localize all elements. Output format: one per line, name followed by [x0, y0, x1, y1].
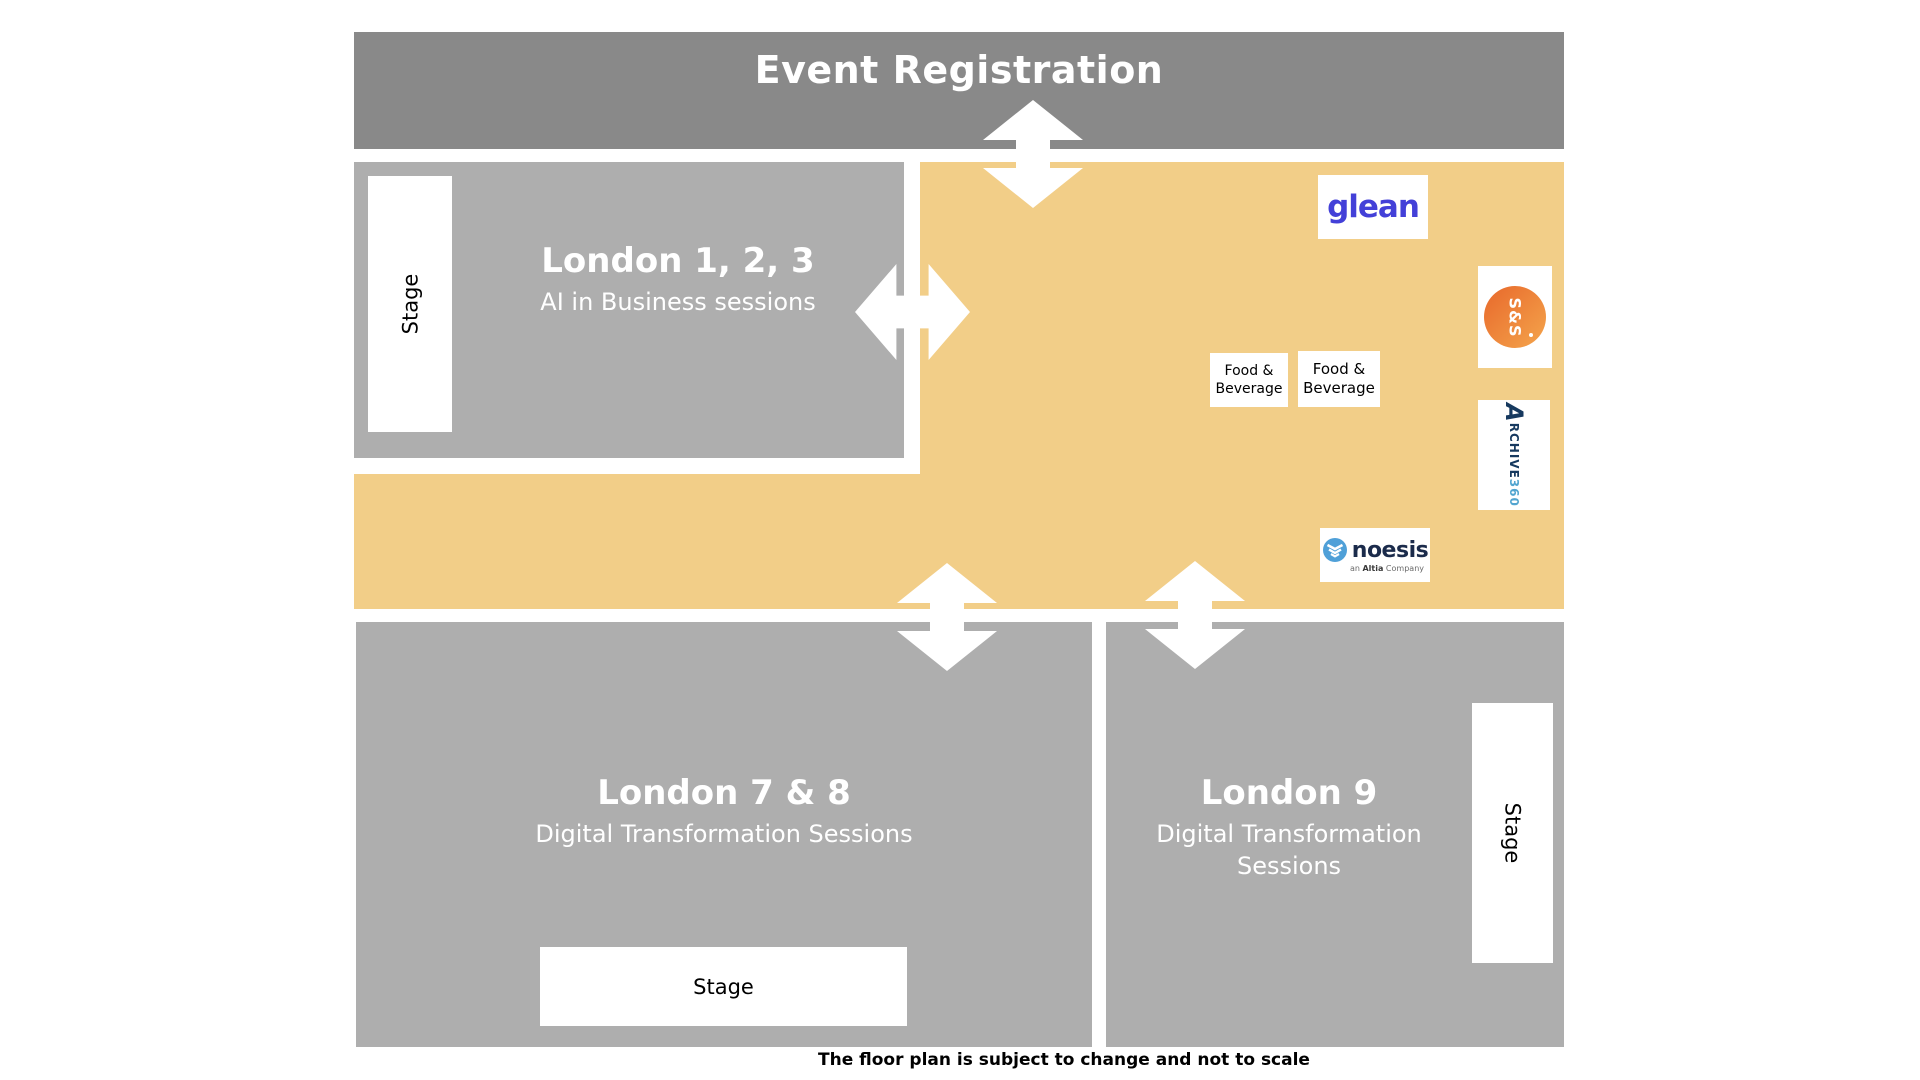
noesis-sponsor-booth: noesis an Altia Company — [1320, 528, 1430, 582]
archive360-a-icon: A — [1500, 403, 1528, 422]
noesis-tagline: an Altia Company — [1349, 564, 1424, 573]
stage-label: Stage — [1500, 802, 1525, 864]
room-title: London 7 & 8 — [597, 773, 851, 813]
london123-label: London 1, 2, 3 AI in Business sessions — [452, 240, 904, 318]
london78-label: London 7 & 8 Digital Transformation Sess… — [356, 772, 1092, 850]
floor-plan-caption: The floor plan is subject to change and … — [818, 1050, 1310, 1070]
london78-stage: Stage — [540, 947, 907, 1026]
glean-logo: glean — [1327, 189, 1420, 225]
registration-title: Event Registration — [754, 48, 1164, 92]
room-london-9: London 9 Digital Transformation Sessions… — [1106, 622, 1564, 1047]
room-london-7-8: London 7 & 8 Digital Transformation Sess… — [356, 622, 1092, 1047]
london123-stage: Stage — [368, 176, 452, 432]
glean-sponsor-booth: glean — [1318, 175, 1428, 239]
ss-logo: S&S — [1505, 297, 1525, 337]
food-beverage-booth-1: Food & Beverage — [1210, 353, 1288, 407]
food-beverage-booth-2: Food & Beverage — [1298, 351, 1380, 407]
food-beverage-label: Food & Beverage — [1303, 360, 1375, 397]
room-subtitle: AI in Business sessions — [540, 288, 816, 316]
ss-dot-icon — [1529, 333, 1533, 337]
london9-stage: Stage — [1472, 703, 1553, 963]
noesis-lotus-icon — [1322, 538, 1347, 562]
food-beverage-label: Food & Beverage — [1215, 363, 1283, 397]
room-title: London 9 — [1200, 773, 1378, 813]
stage-label: Stage — [693, 974, 754, 999]
ss-circle-icon: S&S — [1484, 286, 1546, 348]
london9-label: London 9 Digital Transformation Sessions — [1106, 772, 1472, 882]
registration-banner: Event Registration — [354, 32, 1564, 149]
room-subtitle: Digital Transformation Sessions — [535, 820, 913, 848]
stage-label: Stage — [398, 273, 422, 335]
noesis-logo: noesis — [1351, 537, 1429, 563]
ss-sponsor-booth: S&S — [1478, 266, 1552, 368]
room-london-1-2-3: Stage London 1, 2, 3 AI in Business sess… — [354, 162, 904, 458]
room-title: London 1, 2, 3 — [541, 241, 815, 281]
room-subtitle: Digital Transformation Sessions — [1156, 820, 1422, 880]
